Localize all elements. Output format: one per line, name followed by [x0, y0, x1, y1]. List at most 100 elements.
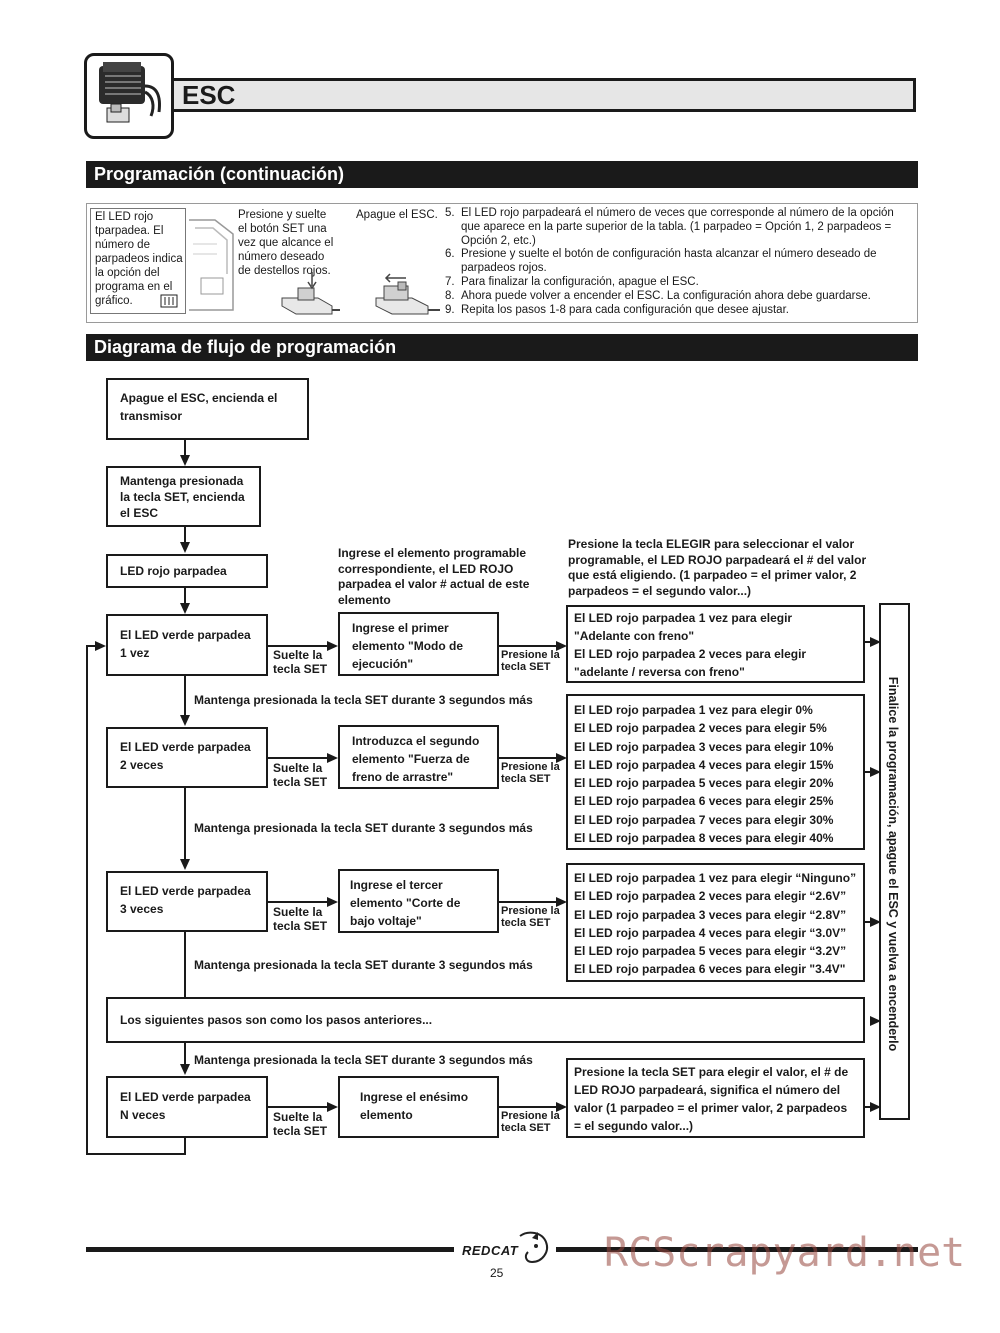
section-title-flowchart: Diagrama de flujo de programación: [86, 334, 918, 361]
item-3-box: Ingrese el tercer elemento "Corte de baj…: [338, 869, 499, 933]
connector: [184, 527, 186, 544]
arrow-down-icon: [180, 1064, 190, 1075]
release-set-label: Suelte la tecla SET: [273, 761, 328, 789]
power-off-note: Apague el ESC.: [356, 209, 438, 221]
release-set-label: Suelte la tecla SET: [273, 905, 328, 933]
loop-connector: [86, 1153, 186, 1155]
instruction-step: 9.Repita los pasos 1-8 para cada configu…: [445, 303, 789, 316]
connector: [865, 921, 871, 923]
arrow-down-icon: [180, 715, 190, 726]
following-steps-box: Los siguientes pasos son como los pasos …: [106, 997, 865, 1043]
connector: [499, 757, 557, 759]
loop-connector: [86, 645, 88, 1155]
connector: [268, 1106, 328, 1108]
flow-step-hold-set: Mantenga presionada la tecla SET, encien…: [106, 466, 261, 527]
section-title-programming: Programación (continuación): [86, 161, 918, 188]
finish-label: Finalice la programación, apague el ESC …: [886, 676, 900, 1052]
arrow-down-icon: [180, 603, 190, 614]
header-bar: [170, 78, 916, 112]
option-line: El LED rojo parpadea 6 veces para elegir…: [574, 794, 834, 809]
loop-connector: [86, 645, 96, 647]
connector: [865, 1106, 871, 1108]
arrow-right-icon: [870, 767, 881, 777]
option-line: "Adelante con freno": [574, 629, 695, 643]
arrow-right-icon: [870, 637, 881, 647]
connector: [499, 901, 557, 903]
press-set-label: Presione la tecla SET: [501, 649, 560, 673]
footer-rule: [556, 1247, 918, 1252]
led-note: El LED rojo tparpadea. El número de parp…: [95, 211, 183, 307]
connector: [499, 1106, 557, 1108]
arrow-right-icon: [556, 641, 567, 651]
arrow-right-icon: [556, 1102, 567, 1112]
instruction-step: 6.Presione y suelte el botón de configur…: [445, 248, 877, 275]
connector: [184, 932, 186, 997]
options-3-box: El LED rojo parpadea 1 vez para elegir “…: [566, 863, 865, 982]
connector: [268, 645, 328, 647]
connector: [865, 641, 871, 643]
flow-step-red-blinks: LED rojo parpadea: [106, 554, 268, 588]
option-line: El LED rojo parpadea 6 veces para elegir…: [574, 962, 846, 977]
hold-3s-label: Mantenga presionada la tecla SET durante…: [194, 958, 533, 972]
arrow-right-icon: [327, 897, 338, 907]
connector: [184, 1043, 186, 1065]
connector: [184, 676, 186, 716]
release-set-label: Suelte la tecla SET: [273, 648, 328, 676]
redcat-logo-icon: [458, 1230, 554, 1271]
esc-switch-image: [372, 270, 442, 325]
instruction-step: 8.Ahora puede volver a encender el ESC. …: [445, 289, 871, 302]
esc-sketch-image: [187, 214, 237, 323]
connector: [184, 440, 186, 457]
green-led-3: El LED verde parpadea 3 veces: [106, 871, 268, 932]
option-line: El LED rojo parpadea 2 veces para elegir: [574, 647, 807, 661]
press-set-label: Presione la tecla SET: [501, 761, 560, 785]
press-set-label: Presione la tecla SET: [501, 1110, 560, 1134]
option-line: El LED rojo parpadea 1 vez para elegir 0…: [574, 703, 813, 717]
item-2-box: Introduzca el segundo elemento "Fuerza d…: [338, 725, 499, 789]
arrow-right-icon: [556, 753, 567, 763]
loop-connector: [184, 1138, 186, 1155]
hold-3s-label: Mantenga presionada la tecla SET durante…: [194, 821, 533, 835]
connector: [499, 645, 557, 647]
footer-rule: [86, 1247, 454, 1252]
option-line: El LED rojo parpadea 1 vez para elegir: [574, 611, 793, 625]
led-indicator-icon: [160, 294, 178, 313]
set-button-press-image: [278, 272, 342, 325]
arrow-right-icon: [95, 641, 106, 651]
arrow-right-icon: [327, 753, 338, 763]
option-line: El LED rojo parpadea 3 veces para elegir…: [574, 907, 847, 922]
connector: [184, 588, 186, 605]
item-n-box: Ingrese el enésimo elemento: [338, 1076, 499, 1138]
esc-product-image: [84, 53, 174, 139]
arrow-right-icon: [870, 917, 881, 927]
led-note-frame: [90, 208, 186, 314]
option-line: El LED rojo parpadea 2 veces para elegir…: [574, 889, 847, 904]
programming-instructions-box: [86, 203, 918, 323]
arrow-down-icon: [180, 859, 190, 870]
green-led-n: El LED verde parpadea N veces: [106, 1076, 268, 1138]
option-line: El LED rojo parpadea 5 veces para elegir…: [574, 944, 847, 959]
option-line: El LED rojo parpadea 4 veces para elegir…: [574, 925, 847, 940]
option-line: El LED rojo parpadea 2 veces para elegir…: [574, 721, 827, 736]
connector: [268, 901, 328, 903]
hold-3s-label: Mantenga presionada la tecla SET durante…: [194, 1053, 533, 1067]
select-value-header: Presione la tecla ELEGIR para selecciona…: [568, 537, 867, 598]
flow-step-start: Apague el ESC, encienda el transmisor: [106, 378, 309, 440]
arrow-right-icon: [870, 1016, 881, 1026]
instruction-steps: 5.El LED rojo parpadeará el número de ve…: [445, 207, 915, 317]
press-set-label: Presione la tecla SET: [501, 905, 560, 929]
options-1-box: El LED rojo parpadea 1 vez para elegir "…: [566, 605, 865, 683]
option-line: El LED rojo parpadea 5 veces para elegir…: [574, 776, 834, 791]
arrow-right-icon: [327, 1102, 338, 1112]
arrow-down-icon: [180, 455, 190, 466]
connector: [268, 757, 328, 759]
options-2-box: El LED rojo parpadea 1 vez para elegir 0…: [566, 694, 865, 850]
watermark: RCScrapyard.net: [604, 1230, 966, 1276]
options-n-box: Presione la tecla SET para elegir el val…: [566, 1058, 865, 1138]
item-1-box: Ingrese el primer elemento "Modo de ejec…: [338, 612, 499, 676]
green-led-1: El LED verde parpadea 1 vez: [106, 614, 268, 676]
finish-box: [879, 603, 910, 1120]
option-line: El LED rojo parpadea 3 veces para elegir…: [574, 739, 834, 754]
option-line: El LED rojo parpadea 8 veces para elegir…: [574, 831, 834, 846]
option-line: El LED rojo parpadea 4 veces para elegir…: [574, 757, 834, 772]
